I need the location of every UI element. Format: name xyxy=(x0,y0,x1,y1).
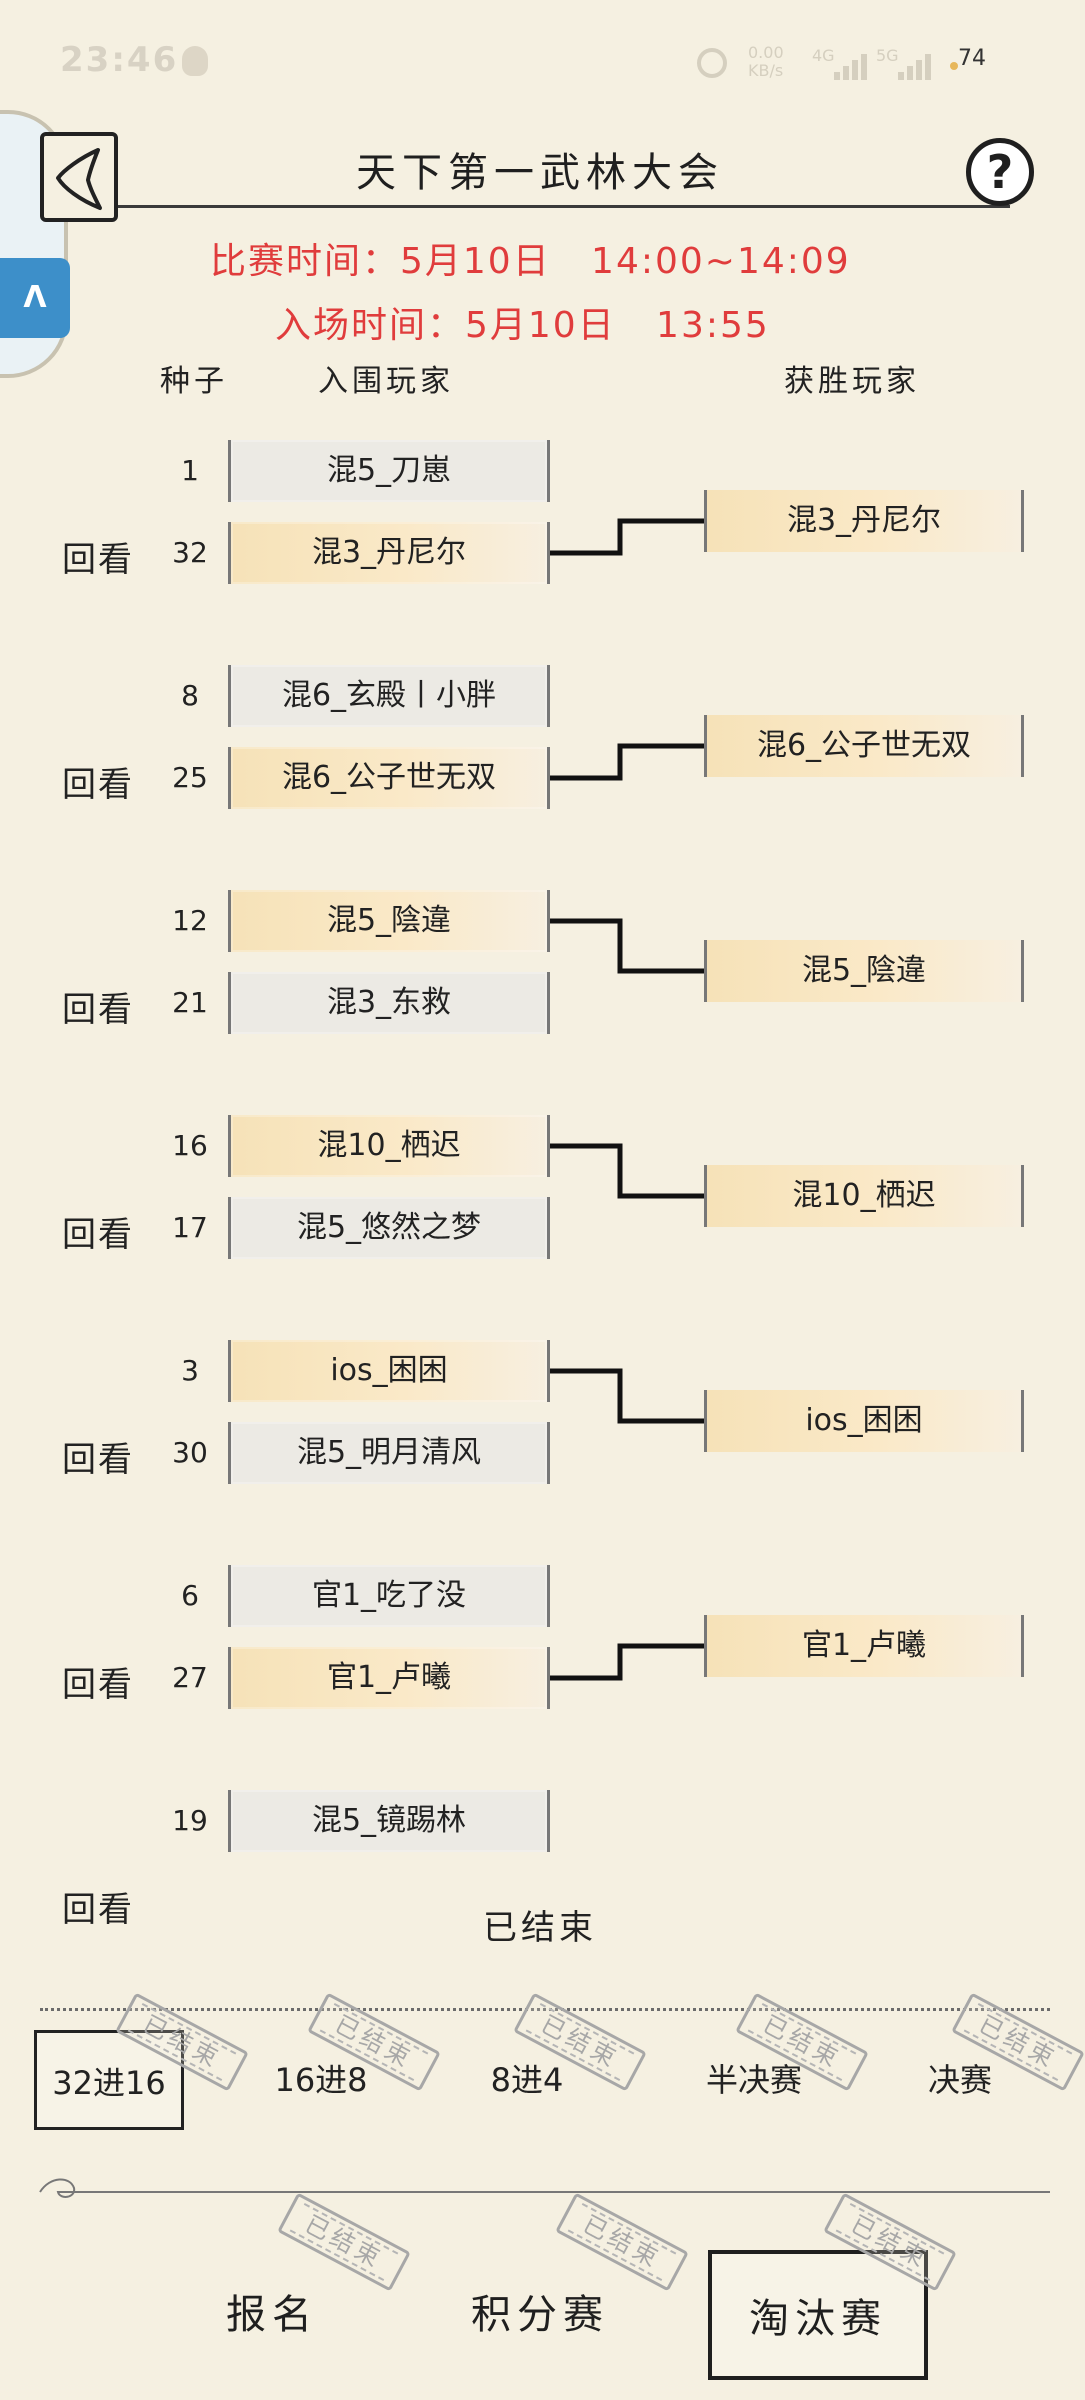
bracket-connector xyxy=(550,743,706,781)
seed-number: 32 xyxy=(172,536,208,569)
bottom-nav: 报名已结束积分赛已结束淘汰赛已结束 xyxy=(0,2192,1080,2400)
back-button[interactable] xyxy=(40,132,118,222)
match-group: 回看 8 混6_玄殿丨小胖 25 混6_公子世无双 混6_公子世无双 xyxy=(0,665,1080,895)
entrant-player[interactable]: 混6_玄殿丨小胖 xyxy=(228,665,550,727)
round-tab[interactable]: 半决赛 xyxy=(705,2061,802,2099)
entrant-player[interactable]: 混5_陰違 xyxy=(228,890,550,952)
network-4g-label: 4G xyxy=(812,46,835,65)
round-tab[interactable]: 8进4 xyxy=(490,2061,564,2099)
seed-number: 3 xyxy=(181,1354,199,1387)
network-speed: 0.00 KB/s xyxy=(748,44,784,80)
seed-number: 21 xyxy=(172,986,208,1019)
seed-number: 30 xyxy=(172,1436,208,1469)
round-tab[interactable]: 16进8 xyxy=(274,2061,368,2099)
entry-time: 入场时间：5月10日 13:55 xyxy=(275,305,770,346)
seed-number: 12 xyxy=(172,904,208,937)
qq-penguin-icon xyxy=(182,46,208,76)
replay-button[interactable]: 回看 xyxy=(62,1440,134,1480)
decorative-divider xyxy=(39,2178,1050,2198)
header-divider xyxy=(110,205,1010,208)
entrant-player[interactable]: 混5_悠然之梦 xyxy=(228,1197,550,1259)
signal-bars-icon xyxy=(834,52,870,80)
seed-number: 6 xyxy=(181,1579,199,1612)
bottom-nav-tab[interactable]: 淘汰赛 xyxy=(708,2250,928,2380)
battery-level: 74 xyxy=(958,46,986,71)
match-group: 回看 12 混5_陰違 21 混3_东救 混5_陰違 xyxy=(0,890,1080,1120)
battery-dot-icon xyxy=(950,62,958,70)
match-time: 比赛时间：5月10日 14:00~14:09 xyxy=(210,241,851,282)
entrant-player[interactable]: 官1_卢曦 xyxy=(228,1647,550,1709)
replay-button[interactable]: 回看 xyxy=(62,990,134,1030)
entrant-player[interactable]: 混10_栖迟 xyxy=(228,1115,550,1177)
seed-number: 25 xyxy=(172,761,208,794)
round-tab[interactable]: 32进16 xyxy=(34,2030,184,2130)
seed-number: 16 xyxy=(172,1129,208,1162)
entrant-player[interactable]: 混5_镜踢林 xyxy=(228,1790,550,1852)
winner-player[interactable]: 官1_卢曦 xyxy=(704,1615,1024,1677)
match-group: 回看 6 官1_吃了没 27 官1_卢曦 官1_卢曦 xyxy=(0,1565,1080,1795)
entrant-player[interactable]: 混3_丹尼尔 xyxy=(228,522,550,584)
entrant-player[interactable]: 混5_明月清风 xyxy=(228,1422,550,1484)
status-time: 23:46 xyxy=(60,40,179,80)
replay-button[interactable]: 回看 xyxy=(62,765,134,805)
entrant-player[interactable]: 混3_东救 xyxy=(228,972,550,1034)
seed-number: 19 xyxy=(172,1804,208,1837)
network-speed-value: 0.00 xyxy=(748,43,784,62)
help-button[interactable]: ? xyxy=(966,138,1034,206)
seed-number: 8 xyxy=(181,679,199,712)
chevron-left-icon xyxy=(56,148,102,210)
seed-number: 27 xyxy=(172,1661,208,1694)
winner-player[interactable]: 混6_公子世无双 xyxy=(704,715,1024,777)
round-tab[interactable]: 决赛 xyxy=(927,2061,992,2099)
replay-button[interactable]: 回看 xyxy=(62,540,134,580)
seed-number: 1 xyxy=(181,454,199,487)
entrant-player[interactable]: ios_困困 xyxy=(228,1340,550,1402)
column-header-entrant: 入围玩家 xyxy=(318,364,454,399)
bracket-connector xyxy=(550,1643,706,1681)
bracket-connector xyxy=(550,1368,706,1424)
page-title: 天下第一武林大会 xyxy=(356,150,724,196)
winner-player[interactable]: ios_困困 xyxy=(704,1390,1024,1452)
entrant-player[interactable]: 混5_刀崽 xyxy=(228,440,550,502)
bracket-connector xyxy=(550,518,706,556)
bottom-nav-tab[interactable]: 报名 xyxy=(226,2292,318,2338)
bracket-connector xyxy=(550,1143,706,1199)
match-group: 回看 16 混10_栖迟 17 混5_悠然之梦 混10_栖迟 xyxy=(0,1115,1080,1345)
alarm-clock-icon xyxy=(697,48,727,78)
network-5g-label: 5G xyxy=(876,46,899,65)
bracket-connector xyxy=(550,918,706,974)
network-speed-unit: KB/s xyxy=(748,61,784,80)
winner-player[interactable]: 混10_栖迟 xyxy=(704,1165,1024,1227)
round-tabs-divider xyxy=(40,2008,1050,2011)
winner-player[interactable]: 混3_丹尼尔 xyxy=(704,490,1024,552)
column-header-seed: 种子 xyxy=(160,364,228,399)
match-group: 回看 1 混5_刀崽 32 混3_丹尼尔 混3_丹尼尔 xyxy=(0,440,1080,670)
column-header-winner: 获胜玩家 xyxy=(784,364,920,399)
entrant-player[interactable]: 混6_公子世无双 xyxy=(228,747,550,809)
winner-player[interactable]: 混5_陰違 xyxy=(704,940,1024,1002)
entrant-player[interactable]: 官1_吃了没 xyxy=(228,1565,550,1627)
side-badge-icon[interactable]: ᐱ xyxy=(0,258,70,338)
bottom-nav-tab[interactable]: 积分赛 xyxy=(471,2292,609,2338)
status-bar: 23:46 0.00 KB/s 4G 5G 74 xyxy=(0,0,1080,130)
match-group: 回看 19 混5_镜踢林 xyxy=(0,1790,1080,2020)
round-status-label: 已结束 xyxy=(483,1908,597,1948)
replay-button[interactable]: 回看 xyxy=(62,1890,134,1930)
match-group: 回看 3 ios_困困 30 混5_明月清风 ios_困困 xyxy=(0,1340,1080,1570)
seed-number: 17 xyxy=(172,1211,208,1244)
signal-bars-icon xyxy=(898,52,934,80)
replay-button[interactable]: 回看 xyxy=(62,1665,134,1705)
replay-button[interactable]: 回看 xyxy=(62,1215,134,1255)
